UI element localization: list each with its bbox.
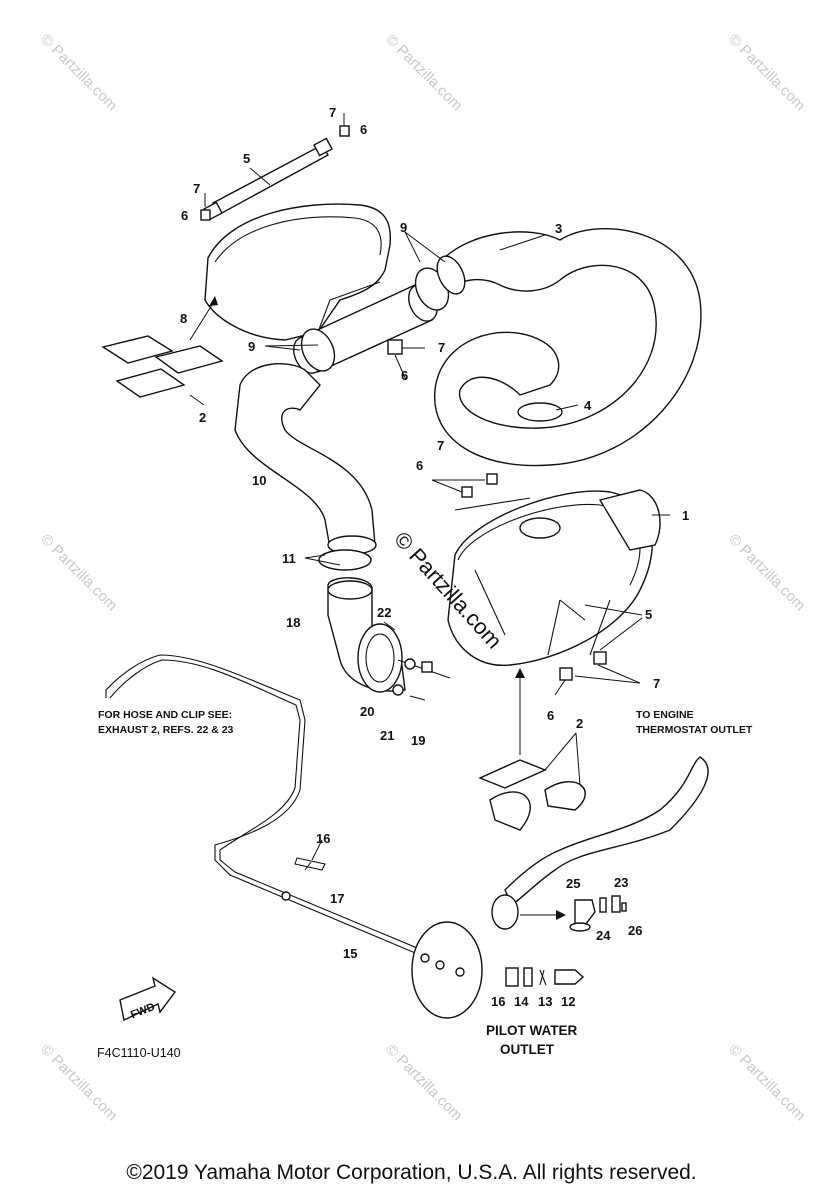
callout: 4 bbox=[584, 398, 592, 413]
pilot-note-line2: OUTLET bbox=[500, 1042, 555, 1057]
callout: 13 bbox=[538, 994, 552, 1009]
callout: 2 bbox=[576, 716, 583, 731]
callout: 1 bbox=[682, 508, 689, 523]
fwd-arrow-icon: FWD bbox=[119, 976, 177, 1021]
callout: 11 bbox=[282, 551, 296, 566]
copyright-notice: ©2019 Yamaha Motor Corporation, U.S.A. A… bbox=[126, 1161, 697, 1184]
part-3-loop-hose bbox=[434, 228, 702, 467]
callout: 6 bbox=[360, 122, 367, 137]
callout: 6 bbox=[547, 708, 554, 723]
callout: 2 bbox=[199, 410, 206, 425]
part-2-pads-bottom bbox=[478, 668, 586, 831]
callout-labels: 1 2 2 3 4 5 5 6 6 6 6 6 7 7 7 7 7 8 9 9 … bbox=[180, 105, 689, 1009]
leader-lines bbox=[189, 167, 670, 871]
callout: 24 bbox=[596, 928, 611, 943]
diagram-code: F4C1110-U140 bbox=[97, 1046, 181, 1060]
pilot-parts bbox=[505, 967, 585, 987]
callout: 14 bbox=[514, 994, 529, 1009]
pilot-note-line1: PILOT WATER bbox=[486, 1023, 577, 1038]
watermark: © Partzilla.com bbox=[725, 531, 808, 614]
callout: 9 bbox=[400, 220, 407, 235]
callout: 7 bbox=[437, 438, 444, 453]
part-8-box bbox=[204, 203, 392, 341]
part-5-strap bbox=[200, 113, 350, 221]
diagram-notes: FOR HOSE AND CLIP SEE: EXHAUST 2, REFS. … bbox=[97, 709, 753, 1060]
callout: 6 bbox=[401, 368, 408, 383]
engine-note-line2: THERMOSTAT OUTLET bbox=[636, 724, 753, 736]
callout: 5 bbox=[243, 151, 250, 166]
callout: 7 bbox=[329, 105, 336, 120]
hose-note-line2: EXHAUST 2, REFS. 22 & 23 bbox=[98, 724, 234, 736]
part-2-pads-left bbox=[101, 296, 224, 398]
watermark: © Partzilla.com bbox=[37, 31, 120, 114]
watermark: © Partzilla.com bbox=[725, 31, 808, 114]
callout: 5 bbox=[645, 607, 652, 622]
part-18-elbow bbox=[327, 577, 406, 693]
callout: 21 bbox=[380, 728, 394, 743]
callout: 20 bbox=[360, 704, 374, 719]
callout: 12 bbox=[561, 994, 575, 1009]
callout: 26 bbox=[628, 923, 642, 938]
part-15-hose bbox=[105, 654, 423, 956]
callout: 6 bbox=[416, 458, 423, 473]
callout: 8 bbox=[180, 311, 187, 326]
callout: 10 bbox=[252, 473, 266, 488]
callout: 18 bbox=[286, 615, 300, 630]
watermark: © Partzilla.com bbox=[37, 531, 120, 614]
callout: 3 bbox=[555, 221, 562, 236]
callout: 9 bbox=[248, 339, 255, 354]
fasteners-19-20-21 bbox=[392, 658, 451, 701]
callout: 15 bbox=[343, 946, 357, 961]
callout: 25 bbox=[566, 876, 580, 891]
callout: 6 bbox=[181, 208, 188, 223]
engine-outlet-hose bbox=[491, 756, 709, 930]
watermark: © Partzilla.com bbox=[382, 31, 465, 114]
callout: 23 bbox=[614, 875, 628, 890]
callout: 17 bbox=[330, 891, 344, 906]
callout: 7 bbox=[438, 340, 445, 355]
callout: 22 bbox=[377, 605, 391, 620]
watermark: © Partzilla.com bbox=[725, 1041, 808, 1124]
outlet-fittings bbox=[569, 895, 627, 932]
callout: 19 bbox=[411, 733, 425, 748]
part-1-main-body bbox=[447, 489, 661, 666]
callout: 7 bbox=[653, 676, 660, 691]
callout: 16 bbox=[491, 994, 505, 1009]
callout: 7 bbox=[193, 181, 200, 196]
part-5-right-straps bbox=[454, 473, 611, 681]
hose-note-line1: FOR HOSE AND CLIP SEE: bbox=[98, 709, 232, 721]
pilot-outlet-detail bbox=[411, 921, 483, 1019]
part-10-elbow-hose bbox=[234, 363, 377, 571]
engine-note-line1: TO ENGINE bbox=[636, 709, 694, 721]
watermark: © Partzilla.com bbox=[382, 1041, 465, 1124]
part-9-tube-clamps bbox=[293, 267, 450, 374]
callout: 16 bbox=[316, 831, 330, 846]
part-16-17-clip bbox=[294, 857, 326, 871]
